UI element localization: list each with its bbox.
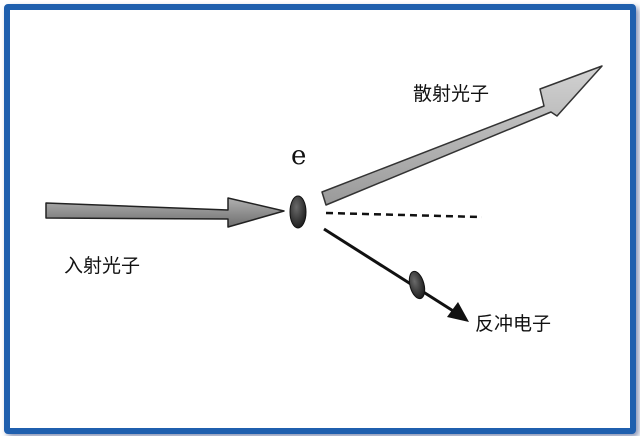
- incident-direction-dashed-line: [325, 211, 483, 219]
- recoil-electron-arrow: [323, 227, 469, 322]
- incident-photon-arrow: [45, 197, 285, 228]
- scattered-photon-arrow: [321, 65, 603, 206]
- recoil-electron-label: 反冲电子: [475, 313, 551, 335]
- incident-photon-label: 入射光子: [64, 255, 140, 277]
- electron-label: e: [291, 141, 306, 171]
- scattered-photon-label: 散射光子: [413, 83, 489, 105]
- electron: [289, 195, 307, 229]
- recoil-electron: [408, 270, 426, 300]
